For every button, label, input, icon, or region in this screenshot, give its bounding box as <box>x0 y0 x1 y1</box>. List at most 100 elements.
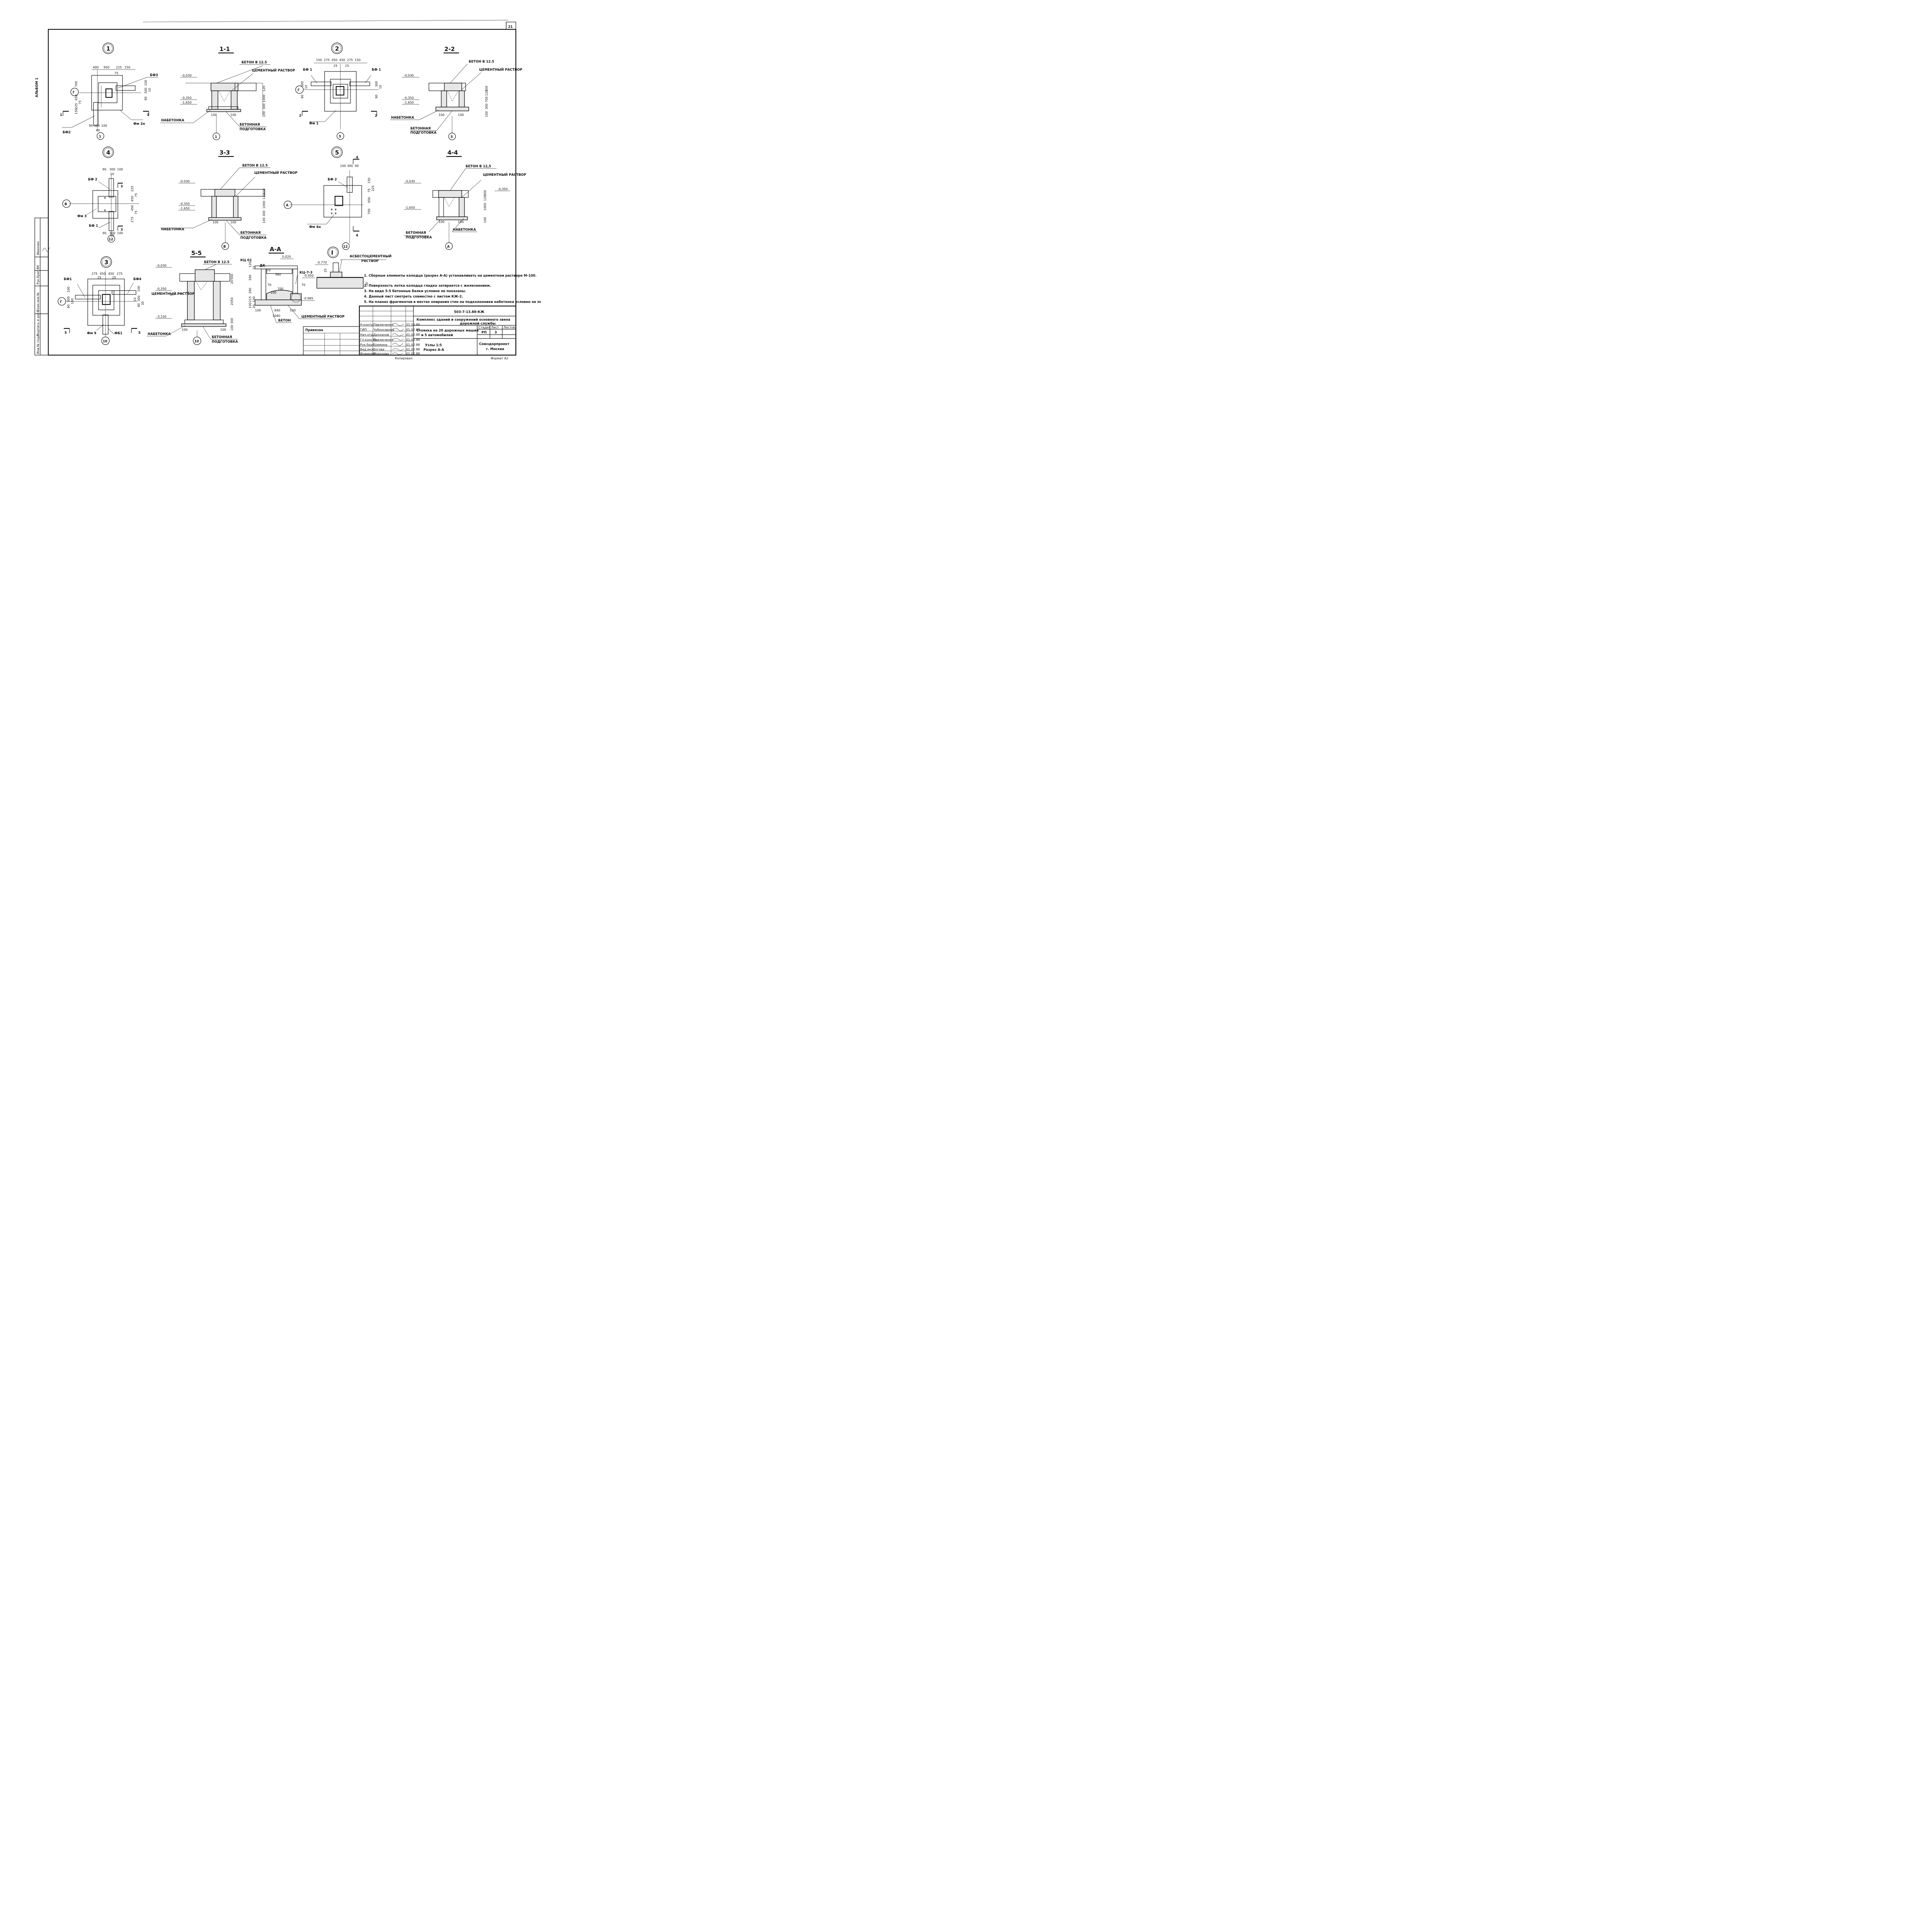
node-2: 2 Г 5 БФ 1 БФ 1 Фм 1 2 2 150 275 450 450… <box>295 43 382 140</box>
svg-text:5: 5 <box>451 135 453 139</box>
svg-text:Дроханов: Дроханов <box>373 333 389 337</box>
svg-text:10: 10 <box>148 88 151 92</box>
svg-text:100: 100 <box>483 217 487 223</box>
svg-text:НАБЕТОНКА: НАБЕТОНКА <box>453 228 476 232</box>
svg-text:70: 70 <box>267 269 270 272</box>
svg-text:РП: РП <box>481 331 486 335</box>
svg-text:Инв.№ подл.: Инв.№ подл. <box>36 333 40 354</box>
svg-text:Зогова: Зогова <box>373 348 384 351</box>
svg-text:ЦЕМЕНТНЫЙ РАСТВОР: ЦЕМЕНТНЫЙ РАСТВОР <box>254 170 298 175</box>
svg-text:Привязан: Привязан <box>305 328 323 332</box>
svg-text:Рук.бриг.: Рук.бриг. <box>36 269 40 284</box>
svg-text:ФБ1: ФБ1 <box>114 332 122 335</box>
svg-text:75: 75 <box>114 71 118 75</box>
svg-text:120: 120 <box>262 86 266 92</box>
svg-text:10: 10 <box>110 234 114 237</box>
svg-text:20: 20 <box>230 280 234 284</box>
svg-text:БФ 1: БФ 1 <box>303 68 312 72</box>
svg-text:Стоянка на 20 дорожных машин: Стоянка на 20 дорожных машин <box>417 329 479 333</box>
album-label: АЛЬБОМ 1 <box>35 78 39 97</box>
svg-text:В: В <box>65 202 67 206</box>
svg-text:Г: Г <box>60 300 62 304</box>
svg-text:Фм 2н: Фм 2н <box>133 122 145 126</box>
svg-text:300: 300 <box>262 104 266 109</box>
svg-text:01.02.88: 01.02.88 <box>406 328 420 332</box>
svg-text:100: 100 <box>117 168 123 171</box>
svg-text:I: I <box>331 249 333 256</box>
svg-text:01.02.88: 01.02.88 <box>406 333 420 337</box>
svg-text:25: 25 <box>345 64 349 68</box>
svg-text:1. Сборные элементы колодца (р: 1. Сборные элементы колодца (разрез А-А)… <box>364 274 536 278</box>
svg-text:100: 100 <box>71 298 74 304</box>
svg-text:30: 30 <box>365 282 369 286</box>
svg-text:275: 275 <box>324 58 330 62</box>
svg-text:100: 100 <box>458 113 464 117</box>
svg-text:БЕТОН В 12.5: БЕТОН В 12.5 <box>469 60 494 64</box>
svg-text:1000: 1000 <box>262 201 266 209</box>
svg-text:75: 75 <box>134 193 138 197</box>
svg-text:120: 120 <box>262 194 266 199</box>
svg-text:120: 120 <box>485 90 488 96</box>
svg-text:Нач.отд.: Нач.отд. <box>360 333 374 337</box>
side-stamp: Инв.№ подл. Подпись и дата Взам.инв.№ Ру… <box>34 218 50 355</box>
svg-text:120: 120 <box>248 262 252 267</box>
svg-text:БФ2: БФ2 <box>63 131 71 134</box>
svg-text:1: 1 <box>147 113 149 117</box>
svg-text:503-7-13.88-КЖ: 503-7-13.88-КЖ <box>454 310 485 314</box>
svg-text:Узлы 1:5: Узлы 1:5 <box>425 344 442 347</box>
svg-text:-0,350: -0,350 <box>404 96 414 100</box>
svg-text:г. Москва: г. Москва <box>486 347 504 351</box>
svg-text:290: 290 <box>248 288 252 294</box>
svg-text:300: 300 <box>67 296 70 302</box>
svg-text:+ +: + + <box>330 208 337 212</box>
svg-text:-1,650: -1,650 <box>405 206 415 209</box>
svg-text:БЕТОН В 12.5: БЕТОН В 12.5 <box>242 164 268 168</box>
svg-text:Г: Г <box>73 91 75 95</box>
svg-text:Рук.бриг.: Рук.бриг. <box>360 343 375 347</box>
svg-text:3: 3 <box>104 259 108 266</box>
svg-text:100: 100 <box>101 124 107 128</box>
svg-text:-0.030: -0.030 <box>180 180 190 183</box>
svg-text:Фм 9: Фм 9 <box>87 332 96 335</box>
svg-text:01.02.88: 01.02.88 <box>406 352 420 355</box>
svg-text:+: + <box>104 196 106 200</box>
svg-text:ВК: ВК <box>36 265 40 269</box>
svg-text:1: 1 <box>99 135 101 139</box>
svg-text:100: 100 <box>439 220 444 224</box>
svg-text:225: 225 <box>131 186 134 192</box>
svg-text:100: 100 <box>458 220 464 224</box>
svg-text:25: 25 <box>97 276 101 279</box>
svg-text:275: 275 <box>117 272 122 276</box>
svg-text:ЦЕМЕНТНЫЙ РАСТВОР: ЦЕМЕНТНЫЙ РАСТВОР <box>151 291 195 296</box>
svg-text:950: 950 <box>104 66 109 69</box>
svg-text:А-А: А-А <box>270 246 281 253</box>
svg-text:-0.985: -0.985 <box>303 297 313 300</box>
svg-text:100: 100 <box>182 328 187 332</box>
drawing-sheet: 2 1 АЛЬБОМ 1 Инв.№ подл. Подпись и дата В… <box>34 20 541 360</box>
svg-text:Павлюченко: Павлюченко <box>373 338 393 342</box>
svg-text:2: 2 <box>375 114 377 118</box>
svg-text:90: 90 <box>144 97 148 100</box>
svg-text:5: 5 <box>339 135 341 139</box>
svg-text:70: 70 <box>267 283 271 287</box>
svg-text:150: 150 <box>75 109 78 114</box>
svg-text:ПОДГОТОВКА: ПОДГОТОВКА <box>406 236 432 240</box>
svg-text:120: 120 <box>483 195 487 201</box>
svg-text:30: 30 <box>141 301 145 305</box>
svg-text:ЦЕМЕНТНЫЙ РАСТВОР: ЦЕМЕНТНЫЙ РАСТВОР <box>479 67 522 72</box>
svg-text:100: 100 <box>248 303 252 308</box>
svg-text:300: 300 <box>94 124 100 128</box>
svg-text:90: 90 <box>89 124 93 128</box>
svg-text:4: 4 <box>356 156 358 160</box>
svg-text:1000: 1000 <box>483 203 487 211</box>
svg-text:300: 300 <box>262 189 266 194</box>
svg-text:100: 100 <box>340 164 346 168</box>
svg-text:700: 700 <box>75 81 78 87</box>
section-1-1: 1-1 -0,030 -0,350 -1,650 БЕТОН В 12.5 ЦЕ… <box>160 46 295 140</box>
svg-text:300: 300 <box>109 168 115 171</box>
svg-text:4: 4 <box>106 149 110 156</box>
svg-text:100: 100 <box>117 231 123 235</box>
svg-text:БФ 2: БФ 2 <box>88 178 97 182</box>
svg-text:100: 100 <box>270 291 276 294</box>
title-block: Н.контр. ГИП Нач.отд. Гл.констр. Рук.бри… <box>303 305 517 360</box>
